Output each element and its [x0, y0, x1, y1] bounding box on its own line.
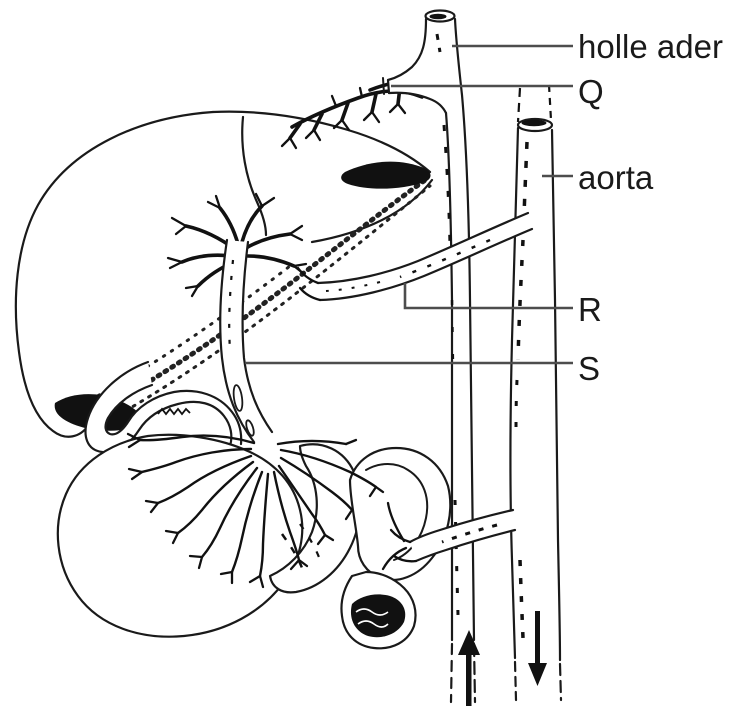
mesenteric-veins [126, 432, 385, 589]
flow-arrow-down-icon [528, 611, 547, 686]
hepatic-artery [296, 211, 534, 302]
label-holle-ader: holle ader [578, 28, 723, 65]
label-q: Q [578, 73, 604, 110]
portal-vein [219, 238, 274, 444]
small-intestine [56, 433, 452, 650]
label-line-r [403, 283, 573, 310]
label-r: R [578, 291, 602, 328]
aorta-vessel [509, 84, 563, 702]
stomach-duodenum [84, 360, 243, 454]
label-s: S [578, 350, 600, 387]
flow-arrow-up-icon [458, 630, 480, 706]
mesenteric-artery [381, 501, 517, 571]
label-aorta: aorta [578, 159, 654, 196]
portal-vein-branches [166, 192, 308, 298]
